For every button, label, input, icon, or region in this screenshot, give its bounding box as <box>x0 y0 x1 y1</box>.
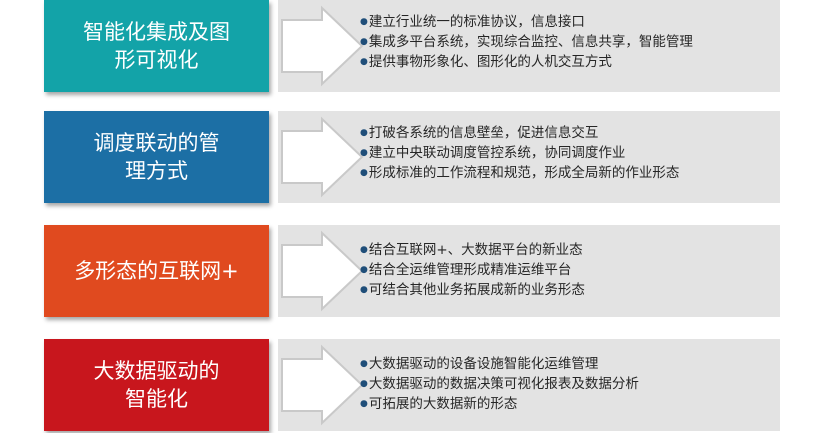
label-line-2: 智能化 <box>125 387 188 411</box>
bullet-item: 建立行业统一的标准协议，信息接口 <box>360 12 775 32</box>
bullet-list: 打破各系统的信息壁垒，促进信息交互 建立中央联动调度管控系统，协同调度作业 形成… <box>360 123 775 183</box>
bullet-list: 大数据驱动的设备设施智能化运维管理 大数据驱动的数据决策可视化报表及数据分析 可… <box>360 354 775 414</box>
label-line-2: 理方式 <box>125 159 188 183</box>
bullet-item: 可结合其他业务拓展成新的业务形态 <box>360 280 775 300</box>
label-line-1: 多形态的互联网+ <box>74 259 239 283</box>
label-box-big-data: 大数据驱动的 智能化 <box>44 339 269 431</box>
label-text: 智能化集成及图 形可视化 <box>83 18 230 74</box>
bullet-item: 大数据驱动的设备设施智能化运维管理 <box>360 354 775 374</box>
label-line-1: 智能化集成及图 <box>83 20 230 44</box>
row-dispatch-linkage: 调度联动的管 理方式 打破各系统的信息壁垒，促进信息交互 建立中央联动调度管控系… <box>0 111 822 203</box>
bullet-item: 打破各系统的信息壁垒，促进信息交互 <box>360 123 775 143</box>
bullet-item: 可拓展的大数据新的形态 <box>360 394 775 414</box>
arrow-icon <box>281 5 364 87</box>
label-line-1: 调度联动的管 <box>93 131 220 155</box>
row-internet-plus: 多形态的互联网+ 结合互联网+、大数据平台的新业态 结合全运维管理形成精准运维平… <box>0 225 822 317</box>
label-box-internet-plus: 多形态的互联网+ <box>44 225 269 317</box>
row-intelligent-integration: 智能化集成及图 形可视化 建立行业统一的标准协议，信息接口 集成多平台系统，实现… <box>0 0 822 92</box>
arrow-icon <box>281 116 364 198</box>
label-line-1: 大数据驱动的 <box>93 359 220 383</box>
bullet-item: 形成标准的工作流程和规范，形成全局新的作业形态 <box>360 163 775 183</box>
row-big-data: 大数据驱动的 智能化 大数据驱动的设备设施智能化运维管理 大数据驱动的数据决策可… <box>0 339 822 431</box>
bullet-list: 建立行业统一的标准协议，信息接口 集成多平台系统，实现综合监控、信息共享，智能管… <box>360 12 775 72</box>
label-line-2: 形可视化 <box>114 48 199 72</box>
label-box-dispatch-linkage: 调度联动的管 理方式 <box>44 111 269 203</box>
label-text: 调度联动的管 理方式 <box>94 129 220 185</box>
label-text: 多形态的互联网+ <box>74 257 239 285</box>
bullet-list: 结合互联网+、大数据平台的新业态 结合全运维管理形成精准运维平台 可结合其他业务… <box>360 240 775 300</box>
label-box-intelligent-integration: 智能化集成及图 形可视化 <box>44 0 269 92</box>
bullet-item: 集成多平台系统，实现综合监控、信息共享，智能管理 <box>360 32 775 52</box>
arrow-icon <box>281 344 364 426</box>
bullet-item: 结合全运维管理形成精准运维平台 <box>360 260 775 280</box>
bullet-item: 提供事物形象化、图形化的人机交互方式 <box>360 52 775 72</box>
bullet-item: 结合互联网+、大数据平台的新业态 <box>360 240 775 260</box>
bullet-item: 大数据驱动的数据决策可视化报表及数据分析 <box>360 374 775 394</box>
label-text: 大数据驱动的 智能化 <box>94 357 220 413</box>
bullet-item: 建立中央联动调度管控系统，协同调度作业 <box>360 143 775 163</box>
arrow-icon <box>281 230 364 312</box>
